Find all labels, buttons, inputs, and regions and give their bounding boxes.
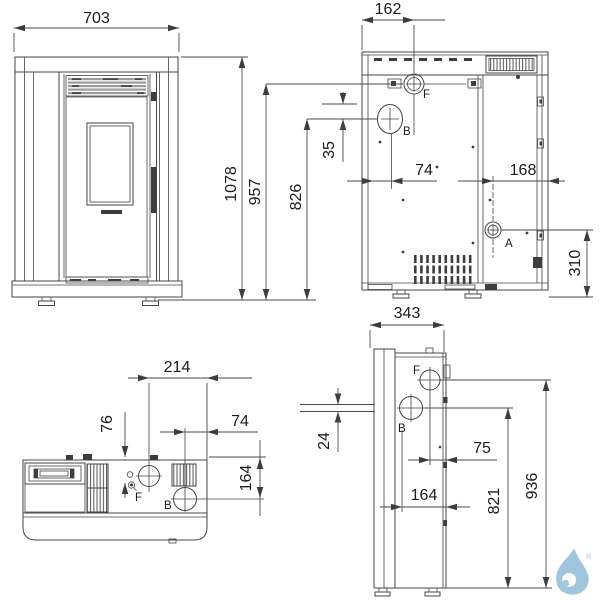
dim-rear-a-offset: 168	[510, 162, 537, 179]
port-b-side	[397, 394, 425, 422]
registered-mark: ®	[586, 553, 592, 561]
wall-bracket	[467, 78, 482, 89]
rear-top-grille	[485, 55, 538, 74]
front-view: 703 1078	[11, 10, 316, 306]
rear-vent-slots	[414, 255, 472, 284]
pedestal-base	[11, 280, 183, 298]
water-drop-icon	[556, 548, 589, 595]
dim-rear-height-b: 826	[288, 184, 305, 211]
dim-side-depth: 343	[394, 305, 421, 322]
front-air-grille	[65, 75, 149, 97]
dim-top-b-offset: 74	[231, 413, 249, 430]
dim-front-width: 703	[83, 10, 110, 27]
port-label-b-side: B	[398, 423, 406, 435]
dim-side-f-height: 936	[524, 473, 541, 500]
dim-top-valve-offset: 76	[99, 415, 116, 433]
dim-side-f-depth: 75	[473, 440, 491, 457]
stove-door	[65, 96, 148, 278]
small-fitting	[126, 471, 134, 478]
dim-rear-b-offset: 74	[415, 162, 433, 179]
dim-side-b-height: 821	[486, 488, 503, 515]
wall-bracket	[387, 78, 402, 89]
adjustable-foot	[464, 289, 482, 299]
adjustable-foot	[424, 587, 441, 597]
dim-side-b-depth: 164	[411, 487, 438, 504]
side-view: F B 343 24 75	[300, 305, 552, 597]
top-grille	[171, 463, 197, 487]
top-view: F B 214 74 76 164	[22, 359, 266, 544]
dim-rear-gap: 35	[321, 141, 338, 159]
door-window	[86, 122, 134, 206]
dim-rear-flue-offset: 162	[375, 1, 402, 18]
port-label-a-rear: A	[505, 238, 513, 250]
dim-side-gap: 24	[316, 432, 333, 450]
port-label-f-top: F	[135, 492, 142, 504]
adjustable-foot	[374, 587, 391, 597]
safety-valve	[127, 481, 137, 491]
front-bottom-grille	[65, 276, 149, 284]
port-f-rear	[403, 73, 425, 95]
dim-front-height: 1078	[223, 166, 240, 202]
top-grille	[86, 463, 109, 513]
dim-rear-height-f: 957	[247, 179, 264, 206]
dim-rear-a-height: 310	[567, 250, 584, 277]
dim-top-f-offset: 214	[164, 359, 191, 376]
port-label-b-rear: B	[403, 126, 411, 138]
port-label-f-side: F	[413, 365, 420, 377]
port-a-rear	[484, 221, 502, 239]
port-f-side	[417, 367, 443, 394]
dim-top-b-depth: 164	[238, 465, 255, 492]
control-panel	[24, 462, 86, 485]
brand-plate	[101, 210, 122, 214]
port-label-b-top: B	[164, 500, 172, 512]
port-label-f-rear: F	[423, 89, 430, 101]
adjustable-foot	[142, 296, 159, 306]
brand-logo: ®	[556, 548, 592, 595]
port-b-rear	[377, 104, 403, 134]
back-view: F B A	[247, 1, 593, 300]
door-hinge	[151, 92, 156, 101]
adjustable-foot	[38, 296, 55, 306]
adjustable-foot	[392, 289, 410, 299]
door-handle	[151, 167, 156, 213]
